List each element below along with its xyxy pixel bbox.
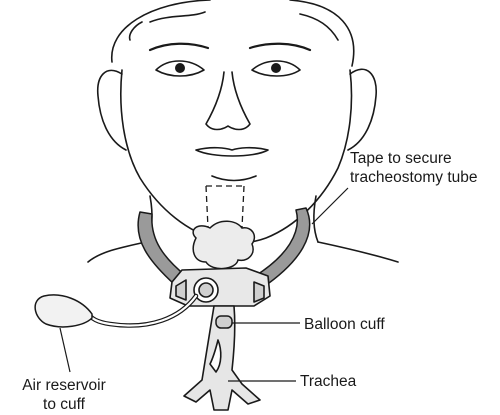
- mouth: [195, 146, 269, 157]
- label-tape-line2: tracheostomy tube: [350, 169, 478, 186]
- tube-flange: [169, 267, 271, 307]
- head: [87, 0, 399, 263]
- leader-lines: [59, 187, 349, 382]
- left-ear: [97, 69, 127, 151]
- right-eye: [251, 60, 301, 77]
- nose: [205, 71, 251, 131]
- neck-right: [313, 195, 319, 243]
- chin-line: [211, 175, 257, 182]
- leader-tape: [311, 187, 349, 225]
- label-balloon-cuff: Balloon cuff: [304, 316, 385, 333]
- trachea-dashed: [205, 185, 245, 229]
- stoma: [192, 220, 256, 270]
- right-iris: [271, 63, 281, 73]
- left-eye: [155, 60, 205, 77]
- left-eyebrow: [148, 42, 210, 52]
- right-eyebrow: [248, 42, 312, 52]
- trachea-body: [183, 305, 261, 411]
- right-ear: [347, 68, 377, 151]
- hair-outline: [111, 0, 355, 67]
- left-iris: [175, 63, 185, 73]
- balloon-cuff: [215, 315, 233, 329]
- label-air-reservoir: Air reservoir to cuff: [8, 376, 120, 414]
- label-trachea: Trachea: [300, 373, 357, 390]
- label-air-line1: Air reservoir: [22, 377, 106, 394]
- label-tape: Tape to secure tracheostomy tube: [350, 149, 478, 187]
- air-reservoir-balloon: [34, 294, 93, 328]
- hair-strands: [128, 11, 339, 41]
- right-shoulder: [317, 241, 399, 263]
- trachea-notch: [209, 339, 222, 373]
- left-shoulder: [87, 241, 147, 263]
- label-tape-line1: Tape to secure: [350, 150, 452, 167]
- label-air-line2: to cuff: [43, 396, 85, 413]
- leader-air: [59, 327, 71, 373]
- pilot-line: [87, 293, 199, 328]
